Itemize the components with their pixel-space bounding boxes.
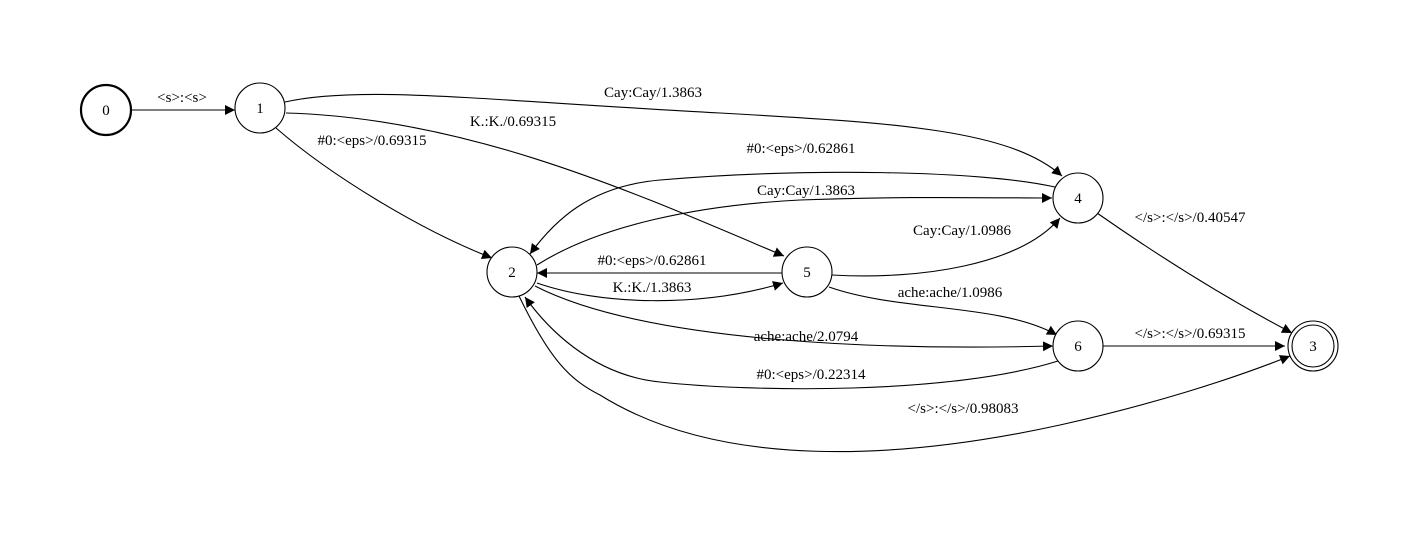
transition-arrow-2-to-4 bbox=[536, 192, 1053, 266]
transition-arrow-4-to-2 bbox=[529, 171, 1056, 255]
transition-arrow-4-to-3 bbox=[1096, 212, 1293, 334]
state-node-0: 0 bbox=[79, 83, 133, 137]
state-label-6: 6 bbox=[1074, 339, 1082, 355]
transition-arrow-2-to-6 bbox=[534, 285, 1054, 352]
transition-arrow-1-to-5 bbox=[285, 112, 785, 257]
state-node-5: 5 bbox=[781, 246, 833, 298]
transition-label-6-to-2: #0:<eps>/0.22314 bbox=[757, 367, 866, 383]
state-circle-6 bbox=[1052, 320, 1104, 372]
state-node-3: 3 bbox=[1287, 320, 1339, 372]
transition-arrow-1-to-2 bbox=[275, 127, 493, 260]
final-state-inner-ring-3 bbox=[1291, 324, 1335, 368]
state-label-3: 3 bbox=[1309, 339, 1317, 355]
state-label-1: 1 bbox=[256, 101, 264, 117]
state-circle-2 bbox=[486, 246, 538, 298]
state-circle-5 bbox=[781, 246, 833, 298]
transition-label-2-to-6: ache:ache/2.0794 bbox=[754, 329, 859, 345]
state-node-6: 6 bbox=[1052, 320, 1104, 372]
transition-label-4-to-3: </s>:</s>/0.40547 bbox=[1135, 210, 1246, 226]
transition-label-2-to-4: Cay:Cay/1.3863 bbox=[757, 183, 855, 199]
state-circle-4 bbox=[1052, 172, 1104, 224]
transition-label-1-to-5: K.:K./0.69315 bbox=[470, 114, 556, 130]
transition-label-2-to-3: </s>:</s>/0.98083 bbox=[908, 401, 1019, 417]
transition-label-4-to-2: #0:<eps>/0.62861 bbox=[747, 141, 856, 157]
transition-label-5-to-6: ache:ache/1.0986 bbox=[898, 285, 1003, 301]
state-node-1: 1 bbox=[234, 82, 286, 134]
state-label-2: 2 bbox=[508, 265, 516, 281]
transition-arrow-2-to-5 bbox=[536, 281, 784, 302]
state-circle-0 bbox=[79, 83, 133, 137]
state-circle-1 bbox=[234, 82, 286, 134]
state-label-4: 4 bbox=[1074, 191, 1082, 207]
transition-arrow-5-to-4 bbox=[831, 217, 1061, 277]
transitions-layer bbox=[131, 93, 1293, 453]
transition-label-1-to-2: #0:<eps>/0.69315 bbox=[318, 133, 427, 149]
transition-arrow-6-to-2 bbox=[524, 296, 1059, 390]
transition-label-5-to-2: #0:<eps>/0.62861 bbox=[598, 253, 707, 269]
transition-label-6-to-3: </s>:</s>/0.69315 bbox=[1135, 326, 1246, 342]
state-label-0: 0 bbox=[102, 103, 110, 119]
transition-labels-layer: <s>:<s>Cay:Cay/1.3863K.:K./0.69315#0:<ep… bbox=[157, 85, 1246, 417]
transition-label-0-to-1: <s>:<s> bbox=[157, 90, 207, 106]
state-node-4: 4 bbox=[1052, 172, 1104, 224]
transition-label-5-to-4: Cay:Cay/1.0986 bbox=[913, 223, 1011, 239]
transition-arrow-5-to-6 bbox=[828, 286, 1058, 336]
transition-label-1-to-4: Cay:Cay/1.3863 bbox=[604, 85, 702, 101]
state-label-5: 5 bbox=[803, 265, 811, 281]
transition-label-2-to-5: K.:K./1.3863 bbox=[613, 280, 692, 296]
states-layer: 0 1 2 3 4 5 6 bbox=[79, 82, 1339, 372]
transition-arrow-1-to-4 bbox=[284, 93, 1063, 177]
state-node-2: 2 bbox=[486, 246, 538, 298]
transition-arrow-2-to-3 bbox=[518, 295, 1291, 453]
